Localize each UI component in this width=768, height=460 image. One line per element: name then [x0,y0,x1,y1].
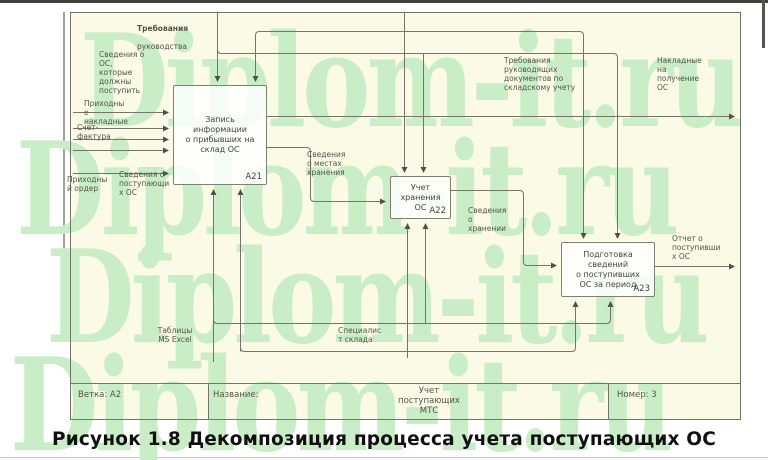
activity-box-a21: Запись информации о прибывших на склад О… [173,85,267,185]
control-guidelines-to-a23 [404,31,587,239]
footer-diagram-name: Учет поступающих МТС [398,386,460,416]
label-report: Отчет о поступивши х ОС [672,234,721,261]
scan-edge-top [0,0,768,3]
label-storage-info: Сведения о хранении [468,206,507,233]
label-guideline-docs: Требования руководящих документов по скл… [504,56,576,92]
label-ms-excel: Таблицы MS Excel [157,326,193,344]
label-warehouse-specialist: Специалис т склада [338,326,382,344]
label-management-requirements-line1: Требования [137,24,189,33]
label-management-requirements: Требования руководства [137,15,188,60]
diagram-frame [70,12,741,420]
control-guidelines-to-a21 [252,31,405,82]
label-receipt-invoices: Приходны е накладные [84,99,129,126]
activity-a21-title: Запись информации о прибывших на склад О… [185,115,255,154]
activity-a23-title: Подготовка сведений о поступивших ОС за … [576,249,640,289]
label-incoming-os-info: Сведения о ОС, которые должны поступить [99,50,145,95]
mechanism-shared-to-a23 [213,301,614,324]
label-arriving-os-info: Сведения о поступающи х ОС [119,170,170,197]
footer-name-label: Название: [213,390,259,400]
activity-a21-code: A21 [245,172,262,182]
activity-box-a23: Подготовка сведений о поступивших ОС за … [561,242,655,297]
scan-edge-bottom [0,457,768,458]
activity-a23-code: A23 [633,284,650,294]
footer-number: Номер: 3 [617,390,657,400]
label-receiving-waybills: Накладные на получение ОС [657,56,702,92]
mechanism-excel-to-a23 [240,302,576,352]
output-a22-to-a23 [451,190,557,269]
activity-a22-title: Учет хранения ОС [400,182,441,212]
activity-box-a22: Учет хранения ОС A22 [390,176,451,219]
label-receipt-order: Приходны й ордер [67,175,108,193]
control-branch-to-a23 [217,49,621,239]
label-storage-places: Сведения о местах хранения [307,150,346,177]
label-management-requirements-line2: руководства [137,42,188,51]
label-invoice: Счет- фактура [77,123,111,141]
figure-caption: Рисунок 1.8 Декомпозиция процесса учета … [51,429,717,450]
scan-edge-right [762,0,765,48]
output-a21-to-a22 [267,147,386,205]
activity-a22-code: A22 [429,206,446,216]
footer-branch: Ветка: А2 [78,390,122,400]
scan-edge-left [63,12,65,307]
